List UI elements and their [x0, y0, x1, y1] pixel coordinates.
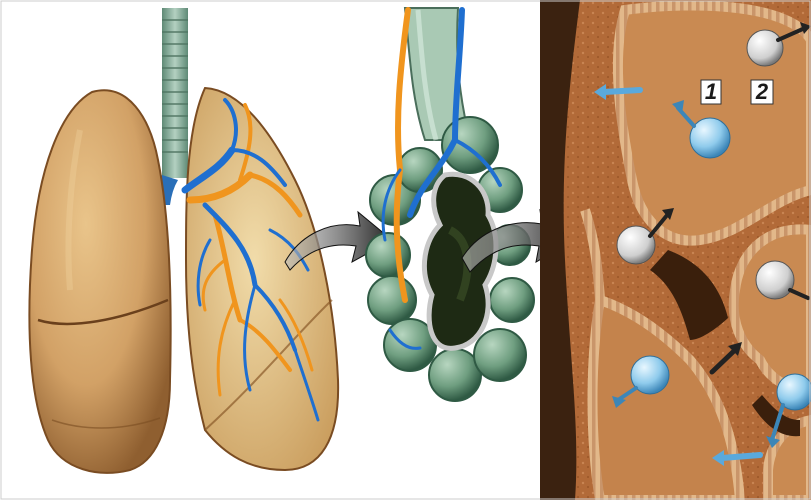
callout-1-label: 1: [705, 79, 717, 104]
lungs-panel: [29, 8, 338, 473]
alveoli-panel: [366, 8, 534, 401]
right-lung-cut: [185, 88, 338, 470]
callout-2-label: 2: [755, 79, 769, 104]
left-lung: [29, 90, 170, 473]
callout-2: 2: [751, 79, 773, 104]
gas-exchange-panel: 1 2: [540, 0, 811, 500]
callout-1: 1: [701, 79, 721, 104]
